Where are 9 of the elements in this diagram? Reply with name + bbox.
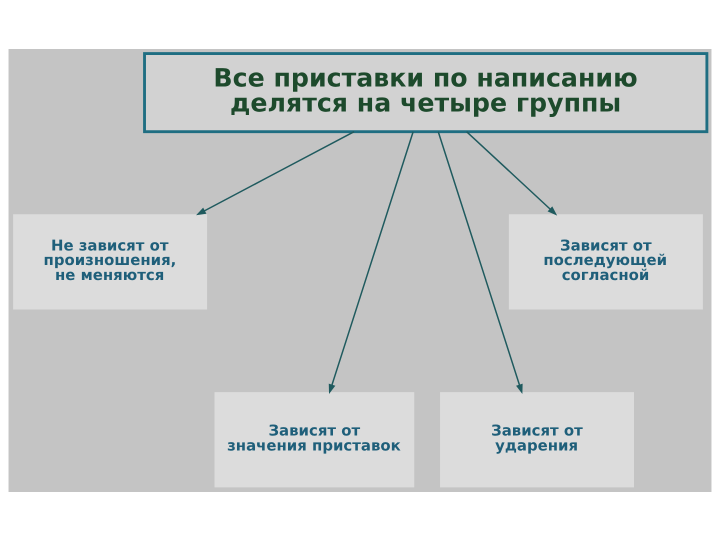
arrow <box>438 131 523 394</box>
arrow <box>196 130 354 215</box>
node-box: Зависят от последующей согласной <box>508 214 703 310</box>
node-box: Не зависят от произношения, не меняются <box>13 214 208 310</box>
node-box: Все приставки по написанию делятся на четыре группы <box>143 52 708 133</box>
arrow <box>328 131 414 394</box>
arrow <box>466 130 558 216</box>
node-box: Зависят от значения приставок <box>214 392 414 487</box>
node-box: Зависят от ударения <box>440 392 634 487</box>
